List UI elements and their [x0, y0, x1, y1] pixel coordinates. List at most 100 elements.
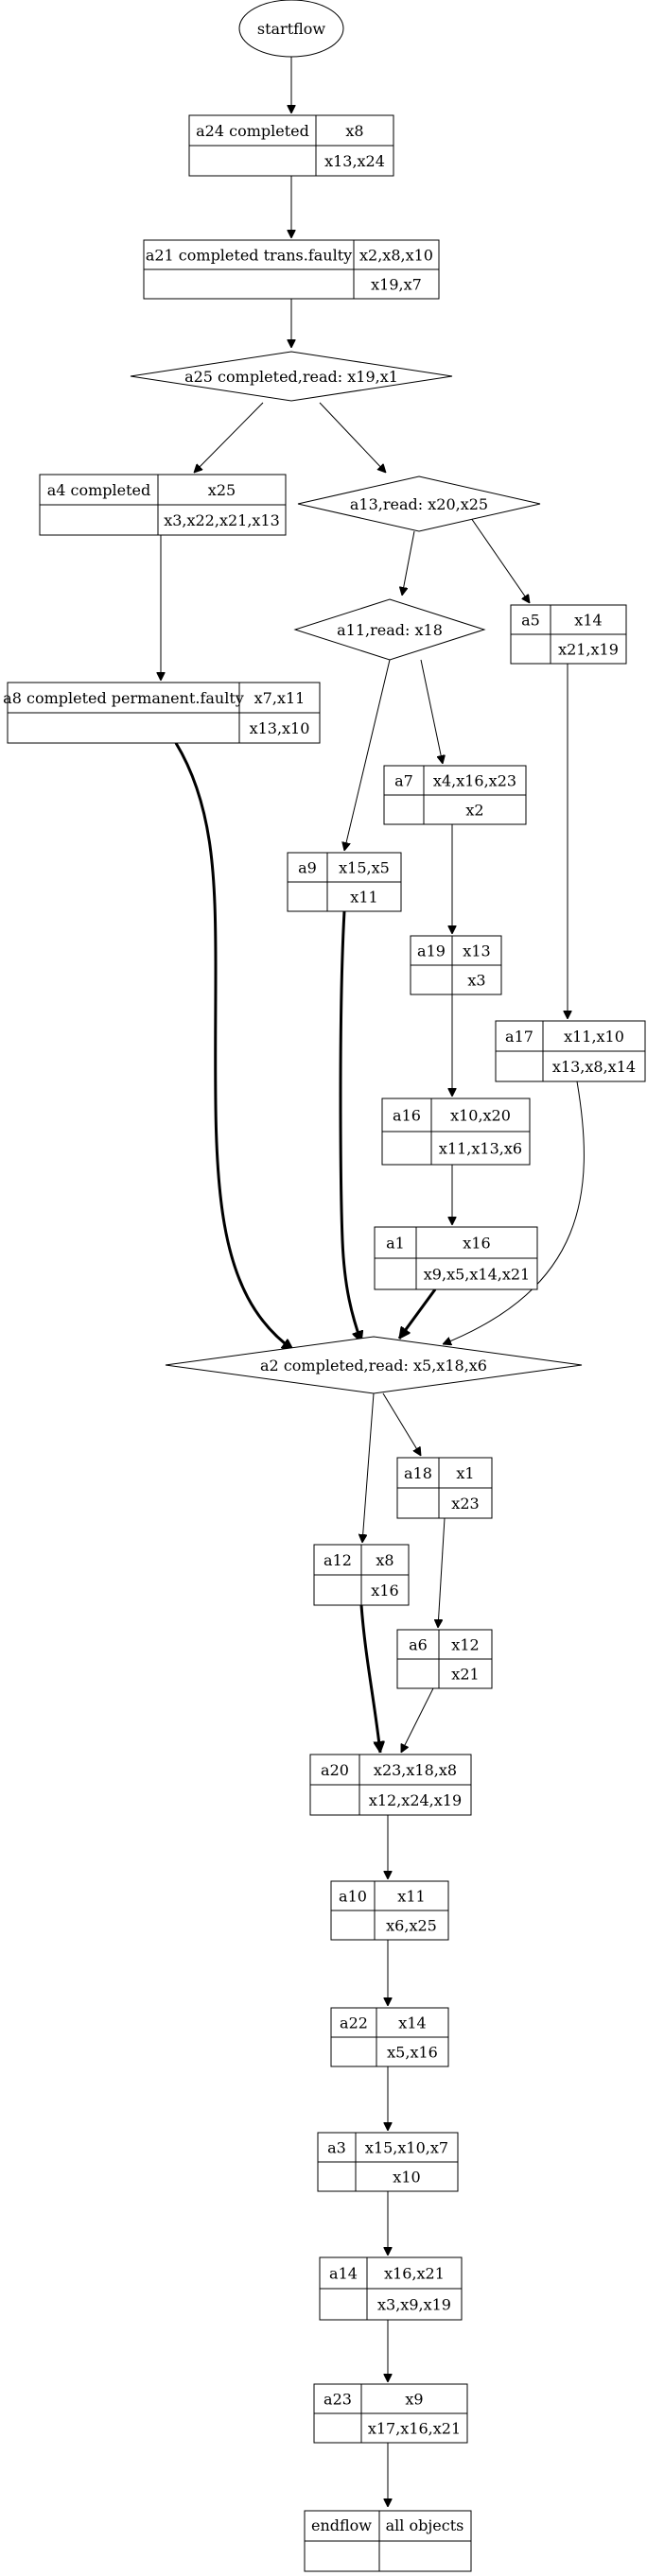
record-name: a4 completed	[47, 481, 151, 499]
record-name: a14	[329, 2265, 358, 2283]
record-bottom-value: x19,x7	[371, 276, 422, 294]
record-top-value: x2,x8,x10	[359, 247, 433, 265]
record-bottom-value: x13,x8,x14	[552, 1058, 636, 1076]
edge-a12-a20	[359, 1604, 380, 1753]
record-bottom-value: x10	[393, 2169, 420, 2187]
decision-label: a13,read: x20,x25	[350, 495, 488, 513]
record-bottom-value: x13,x10	[250, 719, 310, 737]
record-bottom-value: x13,x24	[324, 152, 385, 170]
record-name: a21 completed trans.faulty	[146, 247, 352, 265]
edge-a13-a5	[470, 517, 530, 603]
record-bottom-value: x3,x22,x21,x13	[164, 511, 280, 529]
record-top-value: x12	[451, 1636, 479, 1654]
record-node-a21: a21 completed trans.faulty x2,x8,x10 x19,x…	[143, 239, 440, 300]
record-node-a3: a3 x15,x10,x7 x10	[317, 2132, 459, 2192]
record-node-a8: a8 completed permanent.faulty x7,x11 x13,x…	[3, 682, 321, 744]
edge-a25-a4	[194, 402, 264, 473]
record-name: a6	[409, 1636, 428, 1654]
record-top-value: x23,x18,x8	[374, 1761, 457, 1779]
decision-label: a2 completed,read: x5,x18,x6	[260, 1357, 487, 1374]
record-name: a20	[321, 1761, 349, 1779]
record-top-value: x16,x21	[384, 2265, 445, 2283]
decision-a25: a25 completed,read: x19,x1	[130, 351, 453, 402]
edge-a2-a12	[362, 1392, 375, 1543]
edge-a11-a7	[420, 659, 443, 764]
record-top-value: x4,x16,x23	[433, 772, 516, 790]
record-node-a20: a20 x23,x18,x8 x12,x24,x19	[309, 1754, 472, 1816]
record-bottom-value: x21	[451, 1666, 479, 1684]
record-node-a12: a12 x8 x16	[313, 1544, 410, 1606]
record-top-value: x1	[456, 1464, 474, 1482]
record-top-value: x9	[405, 2391, 423, 2409]
record-name: a1	[386, 1235, 405, 1253]
record-top-value: x7,x11	[254, 689, 306, 707]
record-bottom-value: x12,x24,x19	[369, 1791, 462, 1809]
edge-a17-a2	[443, 1081, 585, 1344]
record-top-value: x16	[463, 1235, 490, 1253]
record-node-a18: a18 x1 x23	[396, 1457, 493, 1519]
record-bottom-value: x3	[467, 972, 485, 990]
record-bottom-value: x23	[451, 1495, 479, 1513]
record-node-a6: a6 x12 x21	[396, 1629, 493, 1689]
record-top-value: x14	[398, 2014, 426, 2032]
record-bottom-value: x2	[465, 802, 483, 820]
record-top-value: x15,x10,x7	[365, 2139, 448, 2157]
record-top-value: x14	[574, 612, 602, 630]
record-top-value: x11	[397, 1888, 425, 1906]
record-node-a19: a19 x13 x3	[410, 935, 502, 995]
record-node-a16: a16 x10,x20 x11,x13,x6	[381, 1098, 531, 1166]
record-top-value: x11,x10	[564, 1028, 624, 1046]
endflow-node: endflow all objects	[304, 2510, 472, 2572]
record-top-value: x10,x20	[450, 1107, 511, 1125]
record-name: a10	[339, 1888, 367, 1906]
record-name: a12	[324, 1551, 352, 1569]
decision-a2: a2 completed,read: x5,x18,x6	[165, 1336, 583, 1394]
record-name: a18	[404, 1464, 432, 1482]
record-node-a5: a5 x14 x21,x19	[510, 604, 627, 665]
record-top-value: x8	[376, 1551, 393, 1569]
record-top-value: x13	[463, 942, 490, 960]
edge-a8-a2	[174, 742, 293, 1352]
record-name: a5	[521, 612, 540, 630]
record-name: a19	[417, 942, 446, 960]
record-name: a8 completed permanent.faulty	[3, 689, 244, 707]
record-node-a23: a23 x9 x17,x16,x21	[313, 2383, 468, 2444]
decision-a13: a13,read: x20,x25	[297, 475, 541, 532]
record-bottom-value: x3,x9,x19	[377, 2296, 451, 2314]
endflow-label: endflow	[311, 2516, 372, 2534]
record-bottom-value: x17,x16,x21	[368, 2420, 461, 2438]
record-top-value: x15,x5	[339, 859, 390, 877]
record-bottom-value: x16	[371, 1582, 398, 1599]
edge-a13-a11	[402, 530, 415, 596]
record-node-a10: a10 x11 x6,x25	[330, 1880, 449, 1941]
edge-a6-a20	[401, 1687, 434, 1753]
record-name: a3	[327, 2139, 346, 2157]
edges	[161, 57, 585, 2507]
record-bottom-value: x11	[350, 889, 377, 907]
edge-a1-a2	[397, 1288, 437, 1339]
edge-a9-a2	[339, 910, 361, 1342]
edge-a11-a9	[344, 659, 391, 851]
record-name: a23	[324, 2391, 352, 2409]
record-bottom-value: x21,x19	[558, 641, 619, 659]
record-name: a22	[340, 2014, 368, 2032]
record-name: a16	[393, 1107, 421, 1125]
edge-a18-a6	[438, 1517, 446, 1628]
decision-label: a11,read: x18	[337, 621, 443, 639]
record-top-value: x8	[345, 122, 363, 140]
startflow-node: startflow	[238, 0, 344, 58]
record-node-a14: a14 x16,x21 x3,x9,x19	[319, 2256, 463, 2321]
decision-a11: a11,read: x18	[293, 598, 486, 661]
decision-label: a25 completed,read: x19,x1	[184, 368, 398, 386]
record-bottom-value: x6,x25	[386, 1917, 437, 1935]
record-bottom-value: x11,x13,x6	[439, 1140, 522, 1158]
